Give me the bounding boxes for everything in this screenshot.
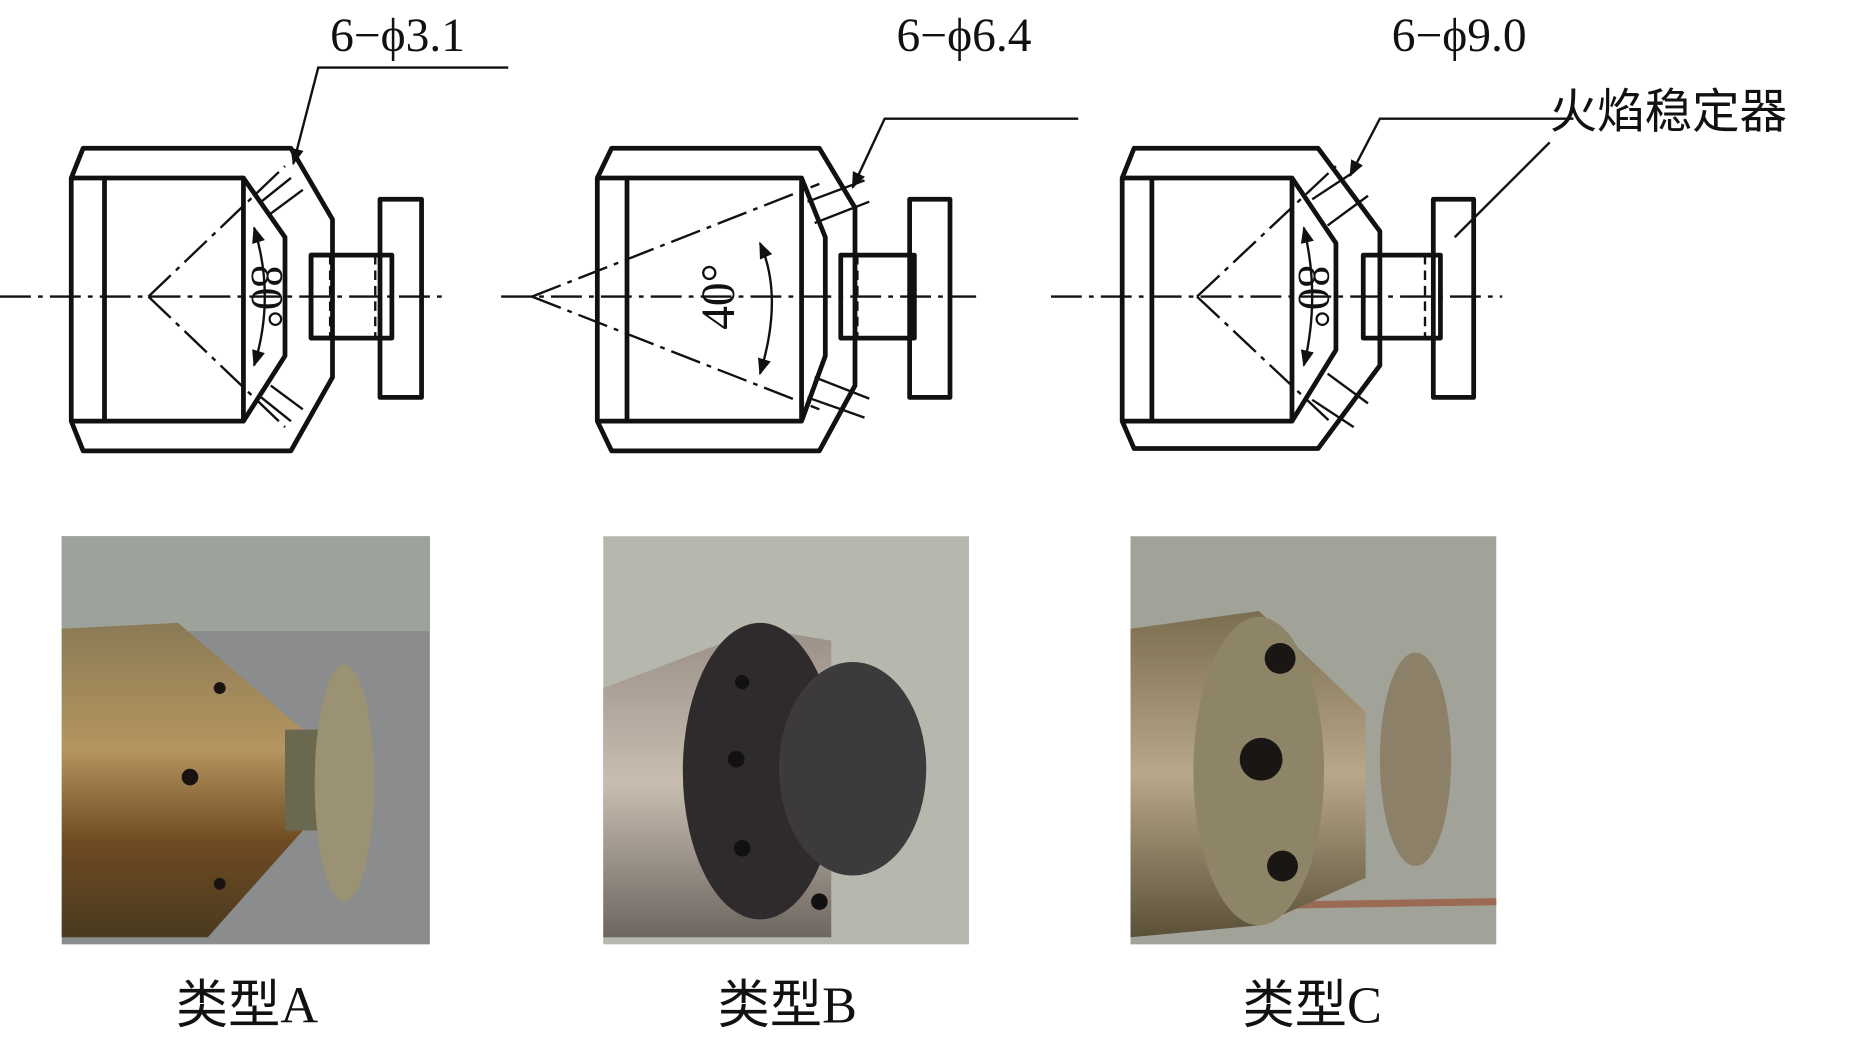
photo-type-c	[1130, 536, 1497, 945]
caption-type-c: 类型C	[1243, 977, 1382, 1035]
drawing-type-a: 80° 6−ϕ3.1	[0, 10, 509, 454]
drawing-type-c: 80° 6−ϕ9.0 火焰稳定器	[1050, 10, 1787, 451]
flame-stabilizer-label: 火焰稳定器	[1550, 87, 1787, 139]
hole-spec-c: 6−ϕ9.0	[1392, 10, 1527, 62]
angle-label-a: 80°	[242, 265, 292, 328]
angle-label-b: 40°	[693, 263, 745, 329]
caption-type-a: 类型A	[176, 977, 319, 1035]
photo-type-b	[603, 536, 969, 945]
caption-type-b: 类型B	[718, 977, 857, 1035]
angle-label-c: 80°	[1289, 265, 1339, 328]
hole-spec-b: 6−ϕ6.4	[897, 10, 1032, 62]
drawing-type-b: 40° 6−ϕ6.4	[501, 10, 1079, 454]
hole-spec-a: 6−ϕ3.1	[330, 10, 465, 62]
photo-type-a	[61, 536, 430, 945]
